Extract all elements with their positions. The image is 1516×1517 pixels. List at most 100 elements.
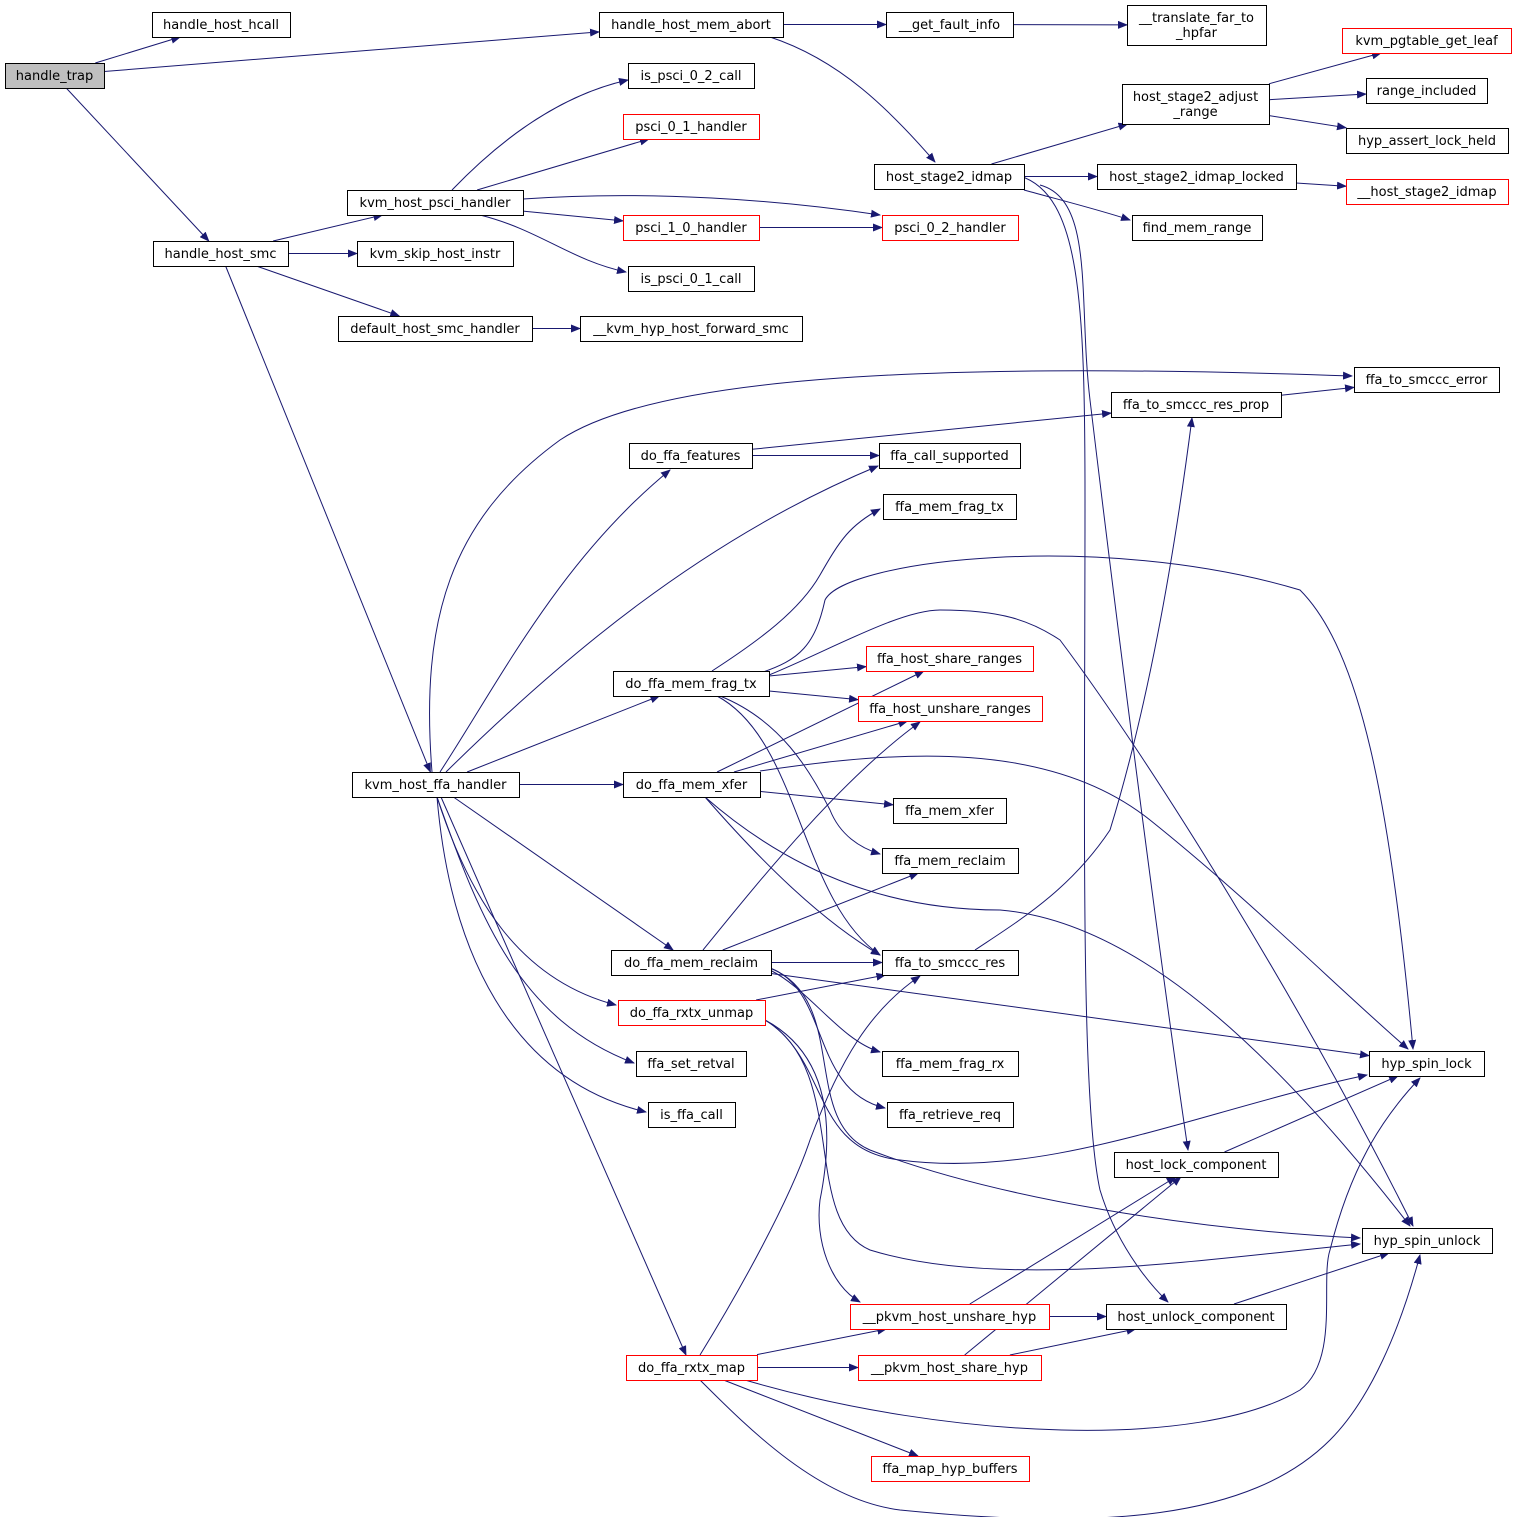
node-box [1132,215,1263,241]
node-box [629,443,753,469]
edge-do-ffa-mem-frag-tx-to-ffa-host-share-ranges [768,663,867,677]
node-ffa-mem-frag-rx[interactable]: ffa_mem_frag_rx [882,1051,1019,1077]
node-kvm-skip-host-instr[interactable]: kvm_skip_host_instr [357,241,514,267]
node-box [879,443,1021,469]
node-psci-0-1-handler[interactable]: psci_0_1_handler [623,114,760,140]
node-kvm-pgtable-get-leaf[interactable]: kvm_pgtable_get_leaf [1342,28,1512,54]
node-label: kvm_host_psci_handler [360,196,512,211]
node-hyp-spin-lock[interactable]: hyp_spin_lock [1369,1051,1485,1077]
node-box [628,266,755,292]
node-box [618,1000,766,1026]
edge-handle-host-smc-to-kvm-host-ffa-handler [225,265,431,773]
node-ffa-set-retval[interactable]: ffa_set_retval [636,1051,747,1077]
node-label: do_ffa_rxtx_map [638,1361,745,1376]
node-pkvm-host-unshare-hyp[interactable]: __pkvm_host_unshare_hyp [850,1304,1050,1330]
node-box [153,241,289,267]
edge-host-lock-component-to-hyp-spin-lock [1224,1075,1399,1153]
node-host-stage2-idmap-locked[interactable]: host_stage2_idmap_locked [1097,164,1297,190]
node-label: kvm_skip_host_instr [370,247,501,262]
node-host-stage2-idmap[interactable]: host_stage2_idmap [874,164,1025,190]
node-kvm-host-psci-handler[interactable]: kvm_host_psci_handler [347,190,524,216]
edge-do-ffa-mem-reclaim-to-ffa-mem-frag-rx [769,969,881,1054]
node-ffa-mem-frag-tx[interactable]: ffa_mem_frag_tx [883,494,1017,520]
node-host-unlock-component[interactable]: host_unlock_component [1106,1304,1287,1330]
node-host-stage2-idmap-inner[interactable]: __host_stage2_idmap [1346,179,1509,205]
node-box [636,1051,747,1077]
node-box [623,215,760,241]
node-label: do_ffa_mem_frag_tx [625,677,757,692]
node-box [1114,1152,1279,1178]
node-ffa-call-supported[interactable]: ffa_call_supported [879,443,1021,469]
node-box [352,772,520,798]
node-do-ffa-features[interactable]: do_ffa_features [629,443,753,469]
node-ffa-mem-reclaim[interactable]: ffa_mem_reclaim [882,848,1019,874]
edge-do-ffa-mem-reclaim-to-ffa-host-unshare-ranges [702,721,921,951]
node-ffa-map-hyp-buffers[interactable]: ffa_map_hyp_buffers [871,1456,1030,1482]
node-ffa-host-unshare-ranges[interactable]: ffa_host_unshare_ranges [858,696,1043,722]
edge-host-stage2-adjust-range-to-hyp-assert-lock-held [1268,115,1347,131]
node-ffa-retrieve-req[interactable]: ffa_retrieve_req [887,1102,1014,1128]
node-handle-host-mem-abort[interactable]: handle_host_mem_abort [599,12,784,38]
node-range-included[interactable]: range_included [1366,78,1488,104]
edge-kvm-host-psci-handler-to-psci-0-1-handler [476,137,650,191]
edge-do-ffa-rxtx-unmap-to-ffa-to-smccc-res [756,972,887,1001]
node-host-lock-component[interactable]: host_lock_component [1114,1152,1279,1178]
edge-do-ffa-mem-xfer-to-hyp-spin-unlock [704,796,1411,1227]
node-is-ffa-call[interactable]: is_ffa_call [648,1102,736,1128]
edge-kvm-host-ffa-handler-to-do-ffa-features [439,469,671,773]
node-handle-host-smc[interactable]: handle_host_smc [153,241,289,267]
edge-kvm-host-ffa-handler-to-do-ffa-rxtx-map [440,796,687,1356]
node-box [871,1456,1030,1482]
node-is-psci-0-1-call[interactable]: is_psci_0_1_call [628,266,755,292]
node-box [882,950,1019,976]
node-label: __translate_far_to [1138,11,1254,26]
node-ffa-to-smccc-res[interactable]: ffa_to_smccc_res [882,950,1019,976]
node-hyp-assert-lock-held[interactable]: hyp_assert_lock_held [1346,128,1509,154]
node-do-ffa-mem-reclaim[interactable]: do_ffa_mem_reclaim [611,950,772,976]
node-label: psci_1_0_handler [635,221,747,236]
node-label: default_host_smc_handler [350,322,520,337]
node-ffa-host-share-ranges[interactable]: ffa_host_share_ranges [866,646,1034,672]
node-label: host_stage2_adjust [1133,90,1258,105]
node-box [599,12,784,38]
node-handle-host-hcall[interactable]: handle_host_hcall [152,12,291,38]
node-box [1369,1051,1485,1077]
node-ffa-to-smccc-error[interactable]: ffa_to_smccc_error [1354,367,1500,393]
node-box [874,164,1025,190]
edge-do-ffa-mem-xfer-to-hyp-spin-lock [759,755,1409,1050]
node-translate-far-to-hpfar[interactable]: __translate_far_to_hpfar [1127,5,1267,46]
node-box [882,1051,1019,1077]
node-pkvm-host-share-hyp[interactable]: __pkvm_host_share_hyp [858,1355,1042,1381]
node-label: psci_0_1_handler [635,120,747,135]
node-find-mem-range[interactable]: find_mem_range [1132,215,1263,241]
node-label: find_mem_range [1143,221,1252,236]
node-is-psci-0-2-call[interactable]: is_psci_0_2_call [628,63,755,89]
node-do-ffa-mem-xfer[interactable]: do_ffa_mem_xfer [623,772,761,798]
node-do-ffa-mem-frag-tx[interactable]: do_ffa_mem_frag_tx [613,671,770,697]
node-host-stage2-adjust-range[interactable]: host_stage2_adjust_range [1122,84,1270,125]
node-psci-0-2-handler[interactable]: psci_0_2_handler [882,215,1019,241]
node-get-fault-info[interactable]: __get_fault_info [886,12,1014,38]
node-kvm-hyp-host-forward-smc[interactable]: __kvm_hyp_host_forward_smc [580,316,803,342]
node-label: ffa_to_smccc_res_prop [1123,398,1269,413]
node-hyp-spin-unlock[interactable]: hyp_spin_unlock [1362,1228,1493,1254]
edge-ffa-to-smccc-res-prop-to-ffa-to-smccc-error [1280,384,1355,396]
edge-handle-host-smc-to-kvm-host-psci-handler [272,213,384,242]
node-label: do_ffa_mem_xfer [636,778,748,793]
edge-handle-host-mem-abort-to-host-stage2-idmap [769,36,936,163]
node-ffa-mem-xfer[interactable]: ffa_mem_xfer [893,798,1007,824]
node-kvm-host-ffa-handler[interactable]: kvm_host_ffa_handler [352,772,520,798]
node-box [338,316,533,342]
node-box [347,190,524,216]
node-default-host-smc-handler[interactable]: default_host_smc_handler [338,316,533,342]
node-box [886,12,1014,38]
edge-do-ffa-rxtx-unmap-to-hyp-spin-lock [764,1019,1368,1165]
node-ffa-to-smccc-res-prop[interactable]: ffa_to_smccc_res_prop [1111,392,1282,418]
node-box [1122,84,1270,125]
node-box [1342,28,1512,54]
node-do-ffa-rxtx-map[interactable]: do_ffa_rxtx_map [626,1355,758,1381]
node-psci-1-0-handler[interactable]: psci_1_0_handler [623,215,760,241]
node-do-ffa-rxtx-unmap[interactable]: do_ffa_rxtx_unmap [618,1000,766,1026]
node-label: host_stage2_idmap [886,170,1012,185]
node-box [357,241,514,267]
